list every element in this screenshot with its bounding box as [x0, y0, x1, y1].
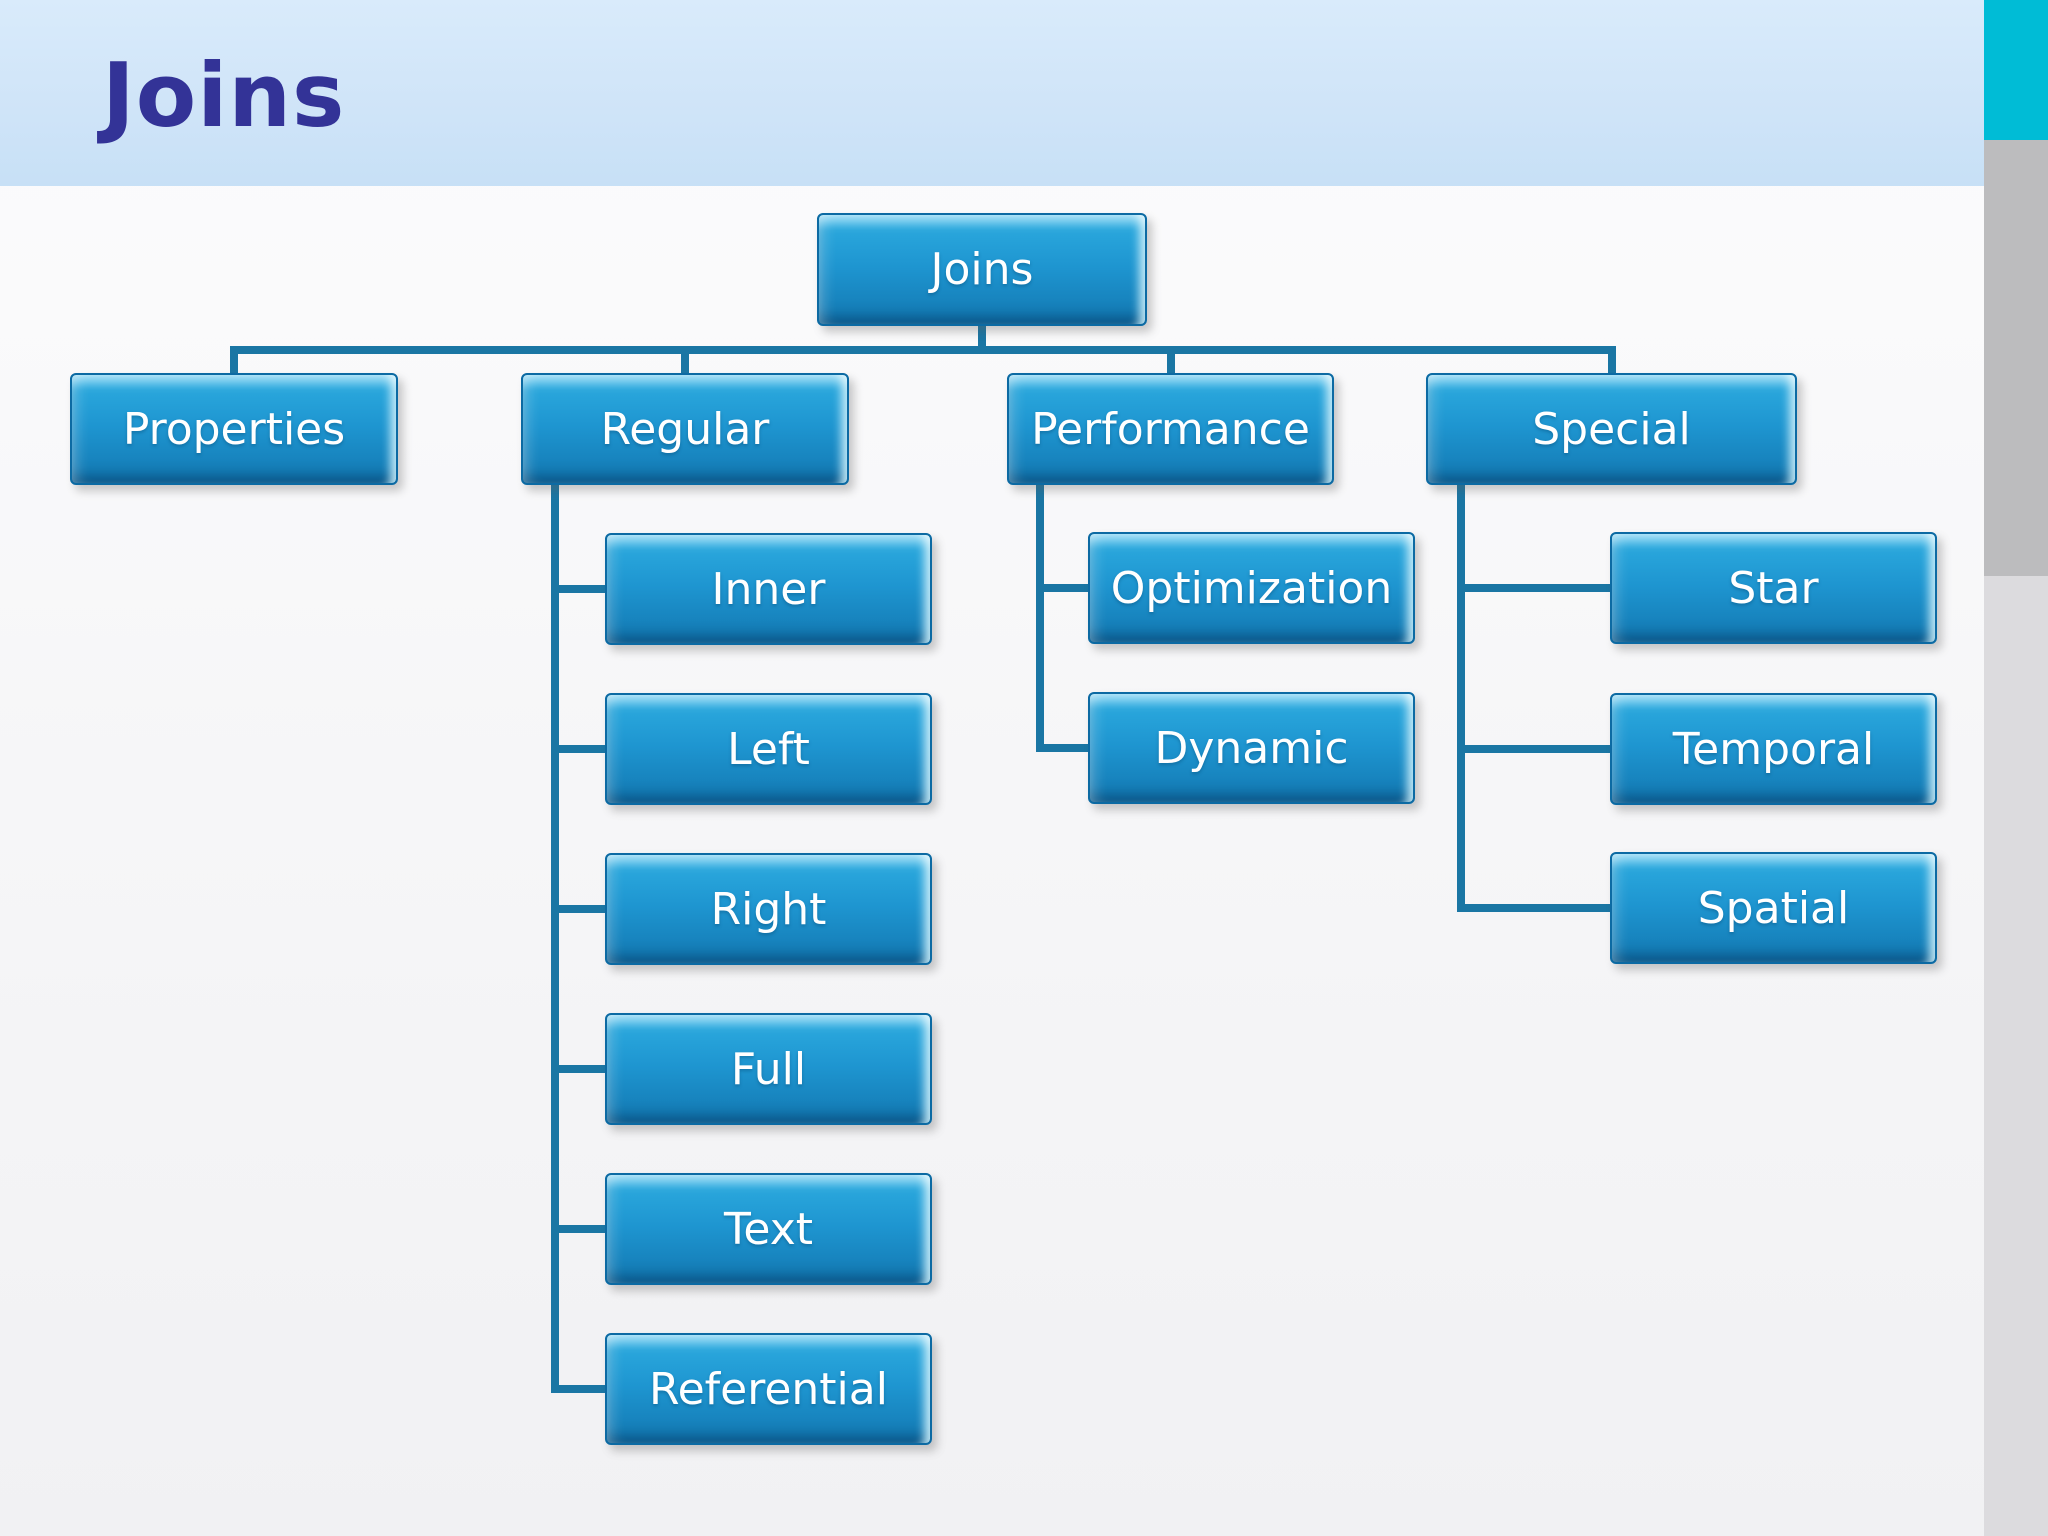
connector-child-stub — [551, 585, 605, 593]
side-strip-light — [1984, 576, 2048, 1536]
connector-child-stub — [1457, 745, 1610, 753]
connector-branch-stub — [1607, 346, 1616, 373]
node-label-temporal: Temporal — [1672, 723, 1875, 775]
side-strip-dark — [1984, 140, 2048, 576]
node-dynamic: Dynamic — [1088, 692, 1415, 804]
node-optimization: Optimization — [1088, 532, 1415, 644]
connector-trunk — [551, 485, 559, 1393]
node-spatial: Spatial — [1610, 852, 1937, 964]
node-regular: Regular — [521, 373, 849, 485]
connector-branch-stub — [1166, 346, 1175, 373]
page-title: Joins — [102, 44, 346, 147]
node-label-properties: Properties — [122, 403, 346, 455]
node-label-right: Right — [710, 883, 827, 935]
node-label-referential: Referential — [649, 1363, 888, 1415]
connector-horizontal — [230, 346, 1616, 354]
node-label-dynamic: Dynamic — [1154, 722, 1349, 774]
connector-child-stub — [551, 1065, 605, 1073]
connector-child-stub — [1457, 904, 1610, 912]
connector-child-stub — [1036, 744, 1088, 752]
node-label-star: Star — [1728, 562, 1819, 614]
connector-child-stub — [551, 1385, 605, 1393]
connector-root-stub — [978, 326, 986, 354]
node-star: Star — [1610, 532, 1937, 644]
node-label-special: Special — [1532, 403, 1691, 455]
header-band — [0, 0, 1984, 186]
node-label-optimization: Optimization — [1110, 562, 1393, 614]
node-referential: Referential — [605, 1333, 932, 1445]
node-full: Full — [605, 1013, 932, 1125]
node-right: Right — [605, 853, 932, 965]
connector-trunk — [1457, 485, 1465, 912]
node-label-regular: Regular — [600, 403, 770, 455]
node-temporal: Temporal — [1610, 693, 1937, 805]
accent-square — [1984, 0, 2048, 140]
node-special: Special — [1426, 373, 1797, 485]
connector-child-stub — [1457, 584, 1610, 592]
connector-child-stub — [551, 905, 605, 913]
node-label-spatial: Spatial — [1697, 882, 1850, 934]
connector-child-stub — [551, 1225, 605, 1233]
connector-trunk — [1036, 485, 1044, 752]
node-joins: Joins — [817, 213, 1147, 326]
node-inner: Inner — [605, 533, 932, 645]
connector-child-stub — [1036, 584, 1088, 592]
node-label-full: Full — [730, 1043, 807, 1095]
node-label-left: Left — [727, 723, 810, 775]
node-label-joins: Joins — [930, 244, 1034, 295]
node-label-inner: Inner — [711, 563, 826, 615]
node-label-text: Text — [724, 1203, 813, 1255]
connector-branch-stub — [681, 346, 689, 373]
connector-branch-stub — [230, 346, 238, 373]
connector-child-stub — [551, 745, 605, 753]
node-performance: Performance — [1007, 373, 1334, 485]
node-properties: Properties — [70, 373, 398, 485]
node-label-performance: Performance — [1031, 403, 1310, 455]
node-left: Left — [605, 693, 932, 805]
node-text: Text — [605, 1173, 932, 1285]
